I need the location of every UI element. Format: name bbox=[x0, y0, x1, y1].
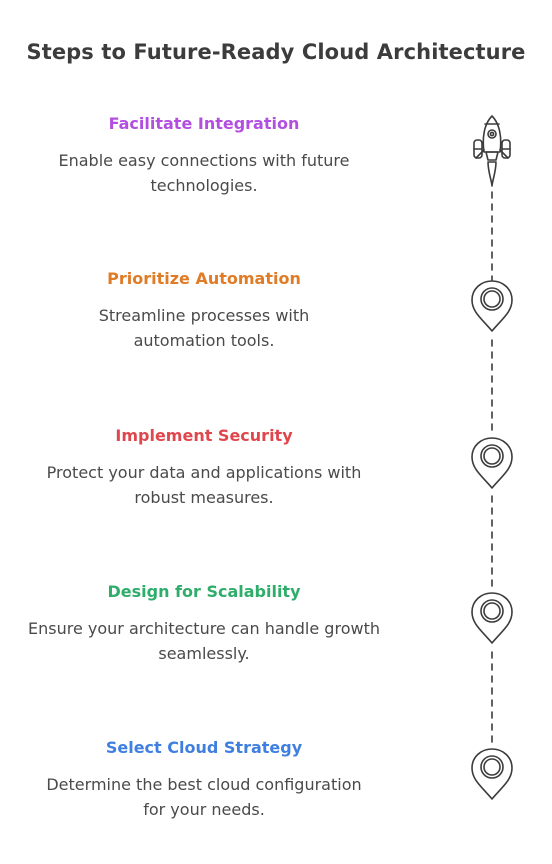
map-pin-icon bbox=[471, 437, 513, 489]
rocket-icon bbox=[473, 115, 511, 187]
map-pin-icon bbox=[471, 748, 513, 800]
map-pin-icon bbox=[471, 592, 513, 644]
step-title: Design for Scalability bbox=[107, 582, 301, 601]
step-design-for-scalability: Design for Scalability Ensure your archi… bbox=[14, 582, 394, 666]
step-title: Select Cloud Strategy bbox=[105, 738, 303, 757]
step-description: Streamline processes with automation too… bbox=[98, 306, 310, 350]
map-pin-icon bbox=[471, 280, 513, 332]
step-description: Enable easy connections with future tech… bbox=[58, 151, 350, 195]
timeline bbox=[471, 115, 513, 800]
step-select-cloud-strategy: Select Cloud Strategy Determine the best… bbox=[14, 738, 394, 822]
step-facilitate-integration: Facilitate Integration Enable easy conne… bbox=[14, 114, 394, 198]
step-title: Implement Security bbox=[115, 426, 293, 445]
step-title: Facilitate Integration bbox=[108, 114, 300, 133]
step-prioritize-automation: Prioritize Automation Streamline process… bbox=[14, 269, 394, 353]
step-description: Protect your data and applications with … bbox=[46, 463, 362, 507]
step-title: Prioritize Automation bbox=[107, 269, 301, 288]
step-description: Ensure your architecture can handle grow… bbox=[28, 619, 380, 663]
step-implement-security: Implement Security Protect your data and… bbox=[14, 426, 394, 510]
step-description: Determine the best cloud configuration f… bbox=[46, 775, 362, 819]
diagram-title: Steps to Future-Ready Cloud Architecture bbox=[26, 40, 526, 64]
